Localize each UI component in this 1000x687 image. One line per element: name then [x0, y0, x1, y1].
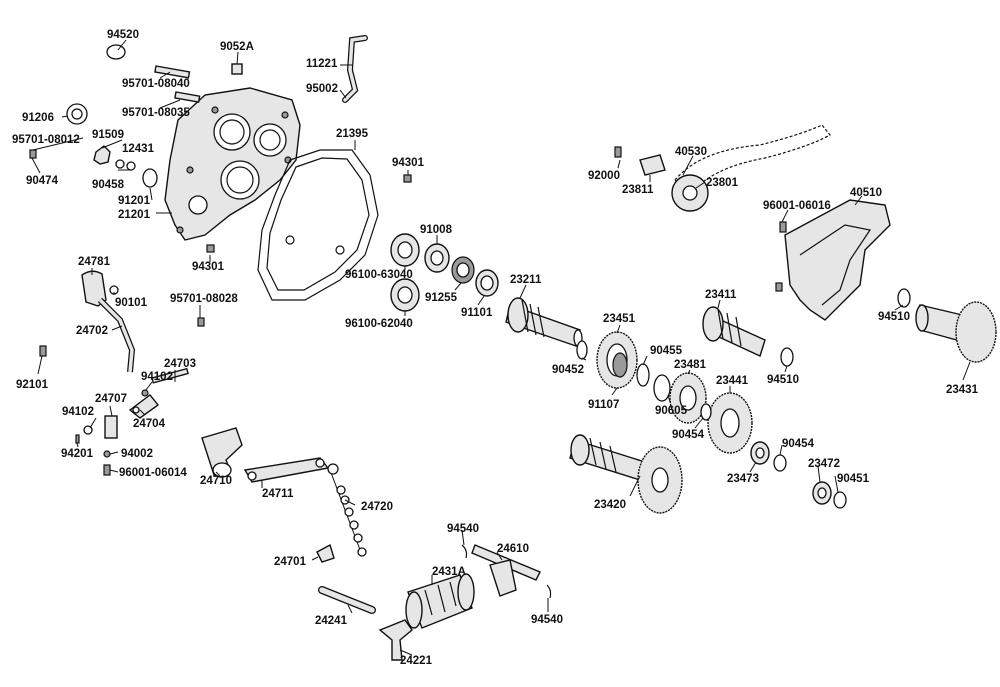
callout-95701-08040: 95701-08040 — [122, 78, 190, 90]
callout-94201: 94201 — [61, 448, 94, 460]
callout-12431: 12431 — [122, 143, 155, 155]
callout-24710: 24710 — [200, 475, 232, 487]
fork-24701 — [316, 543, 335, 563]
bracket-24710 — [201, 427, 243, 476]
callout-24610: 24610 — [497, 543, 529, 555]
shift-lever-hardware — [75, 367, 189, 476]
shaft-23420 — [569, 434, 683, 514]
callout-23481: 23481 — [674, 359, 707, 371]
callout-90458: 90458 — [92, 179, 125, 191]
washer-90455 — [636, 363, 650, 387]
callout-90451: 90451 — [837, 473, 870, 485]
gasket-21395 — [257, 149, 379, 301]
shift-drum-2431A — [378, 573, 475, 661]
callout-24704: 24704 — [133, 418, 166, 430]
callout-91509: 91509 — [92, 129, 124, 141]
callout-21201: 21201 — [118, 209, 151, 221]
bearings-lower-right — [750, 441, 847, 509]
callout-94102-lower: 94102 — [62, 406, 94, 418]
callout-96001-06016: 96001-06016 — [763, 200, 831, 212]
callout-94540-bottom: 94540 — [531, 614, 563, 626]
callout-94301-bottom: 94301 — [192, 261, 225, 273]
callout-95701-08012: 95701-08012 — [12, 134, 80, 146]
callout-24703: 24703 — [164, 358, 196, 370]
shift-rod-24720 — [327, 463, 367, 557]
callout-94510-mid: 94510 — [767, 374, 799, 386]
callout-95701-08028: 95701-08028 — [170, 293, 238, 305]
callout-90455: 90455 — [650, 345, 683, 357]
callout-90605: 90605 — [655, 405, 688, 417]
gear-23451 — [596, 331, 638, 389]
callout-96001-06014: 96001-06014 — [119, 467, 187, 479]
callout-40510: 40510 — [850, 187, 882, 199]
bearings-and-seals — [390, 233, 499, 312]
callout-24701: 24701 — [274, 556, 307, 568]
callout-96100-62040: 96100-62040 — [345, 318, 413, 330]
callout-23473: 23473 — [727, 473, 759, 485]
crankcase-cover-21201 — [164, 87, 301, 241]
callout-2431A: 2431A — [432, 566, 466, 578]
callout-24720: 24720 — [361, 501, 393, 513]
callout-94510-right: 94510 — [878, 311, 910, 323]
callout-94520: 94520 — [107, 29, 139, 41]
small-hardware-left — [29, 44, 412, 253]
callout-91201: 91201 — [118, 195, 151, 207]
callout-94540-top: 94540 — [447, 523, 479, 535]
callout-21395: 21395 — [336, 128, 369, 140]
callout-91008: 91008 — [420, 224, 453, 236]
callout-94102-upper: 94102 — [141, 371, 173, 383]
gear-23441 — [707, 392, 753, 454]
callout-91101: 91101 — [461, 307, 493, 319]
callout-91107: 91107 — [588, 399, 619, 411]
callout-90474: 90474 — [26, 175, 59, 187]
callout-91255: 91255 — [425, 292, 458, 304]
callout-11221: 11221 — [306, 58, 338, 70]
drive-chain-40530 — [614, 124, 831, 212]
chain-cover-40510 — [775, 199, 891, 321]
callout-23431: 23431 — [946, 384, 979, 396]
callout-24781: 24781 — [78, 256, 111, 268]
callout-23411: 23411 — [705, 289, 737, 301]
callout-96100-63040: 96100-63040 — [345, 269, 413, 281]
callout-23211: 23211 — [510, 274, 542, 286]
callout-91206: 91206 — [22, 112, 54, 124]
callout-23441: 23441 — [716, 375, 749, 387]
gear-23481 — [669, 372, 707, 424]
leader-lines — [31, 39, 971, 656]
callout-24241: 24241 — [315, 615, 348, 627]
callout-23472: 23472 — [808, 458, 840, 470]
callout-23420: 23420 — [594, 499, 626, 511]
shift-arm-24702 — [39, 270, 205, 373]
callout-23801: 23801 — [706, 177, 739, 189]
callout-40530: 40530 — [675, 146, 707, 158]
callout-94002: 94002 — [121, 448, 153, 460]
shaft-24610 — [461, 544, 552, 599]
callout-9052A: 9052A — [220, 41, 254, 53]
shaft-23411 — [702, 306, 766, 357]
callout-90454-right: 90454 — [782, 438, 815, 450]
callout-labels: 94520 9052A 11221 95701-08040 95002 9570… — [12, 29, 979, 667]
callout-92000: 92000 — [588, 170, 620, 182]
callout-94301-top: 94301 — [392, 157, 425, 169]
link-arm-24711 — [243, 457, 330, 483]
callout-24711: 24711 — [262, 488, 294, 500]
callout-90101: 90101 — [115, 297, 148, 309]
callout-24707: 24707 — [95, 393, 127, 405]
callout-23811: 23811 — [622, 184, 654, 196]
callout-23451: 23451 — [603, 313, 636, 325]
shaft-24241 — [318, 586, 376, 614]
callout-95701-08035: 95701-08035 — [122, 107, 190, 119]
shaft-23431 — [915, 301, 997, 363]
shaft-23211 — [505, 297, 583, 347]
callout-95002: 95002 — [306, 83, 338, 95]
callout-24221: 24221 — [400, 655, 433, 667]
callout-90454-mid: 90454 — [672, 429, 705, 441]
washer-90605 — [653, 374, 671, 402]
callout-92101: 92101 — [16, 379, 49, 391]
callout-90452: 90452 — [552, 364, 584, 376]
callout-24702: 24702 — [76, 325, 108, 337]
